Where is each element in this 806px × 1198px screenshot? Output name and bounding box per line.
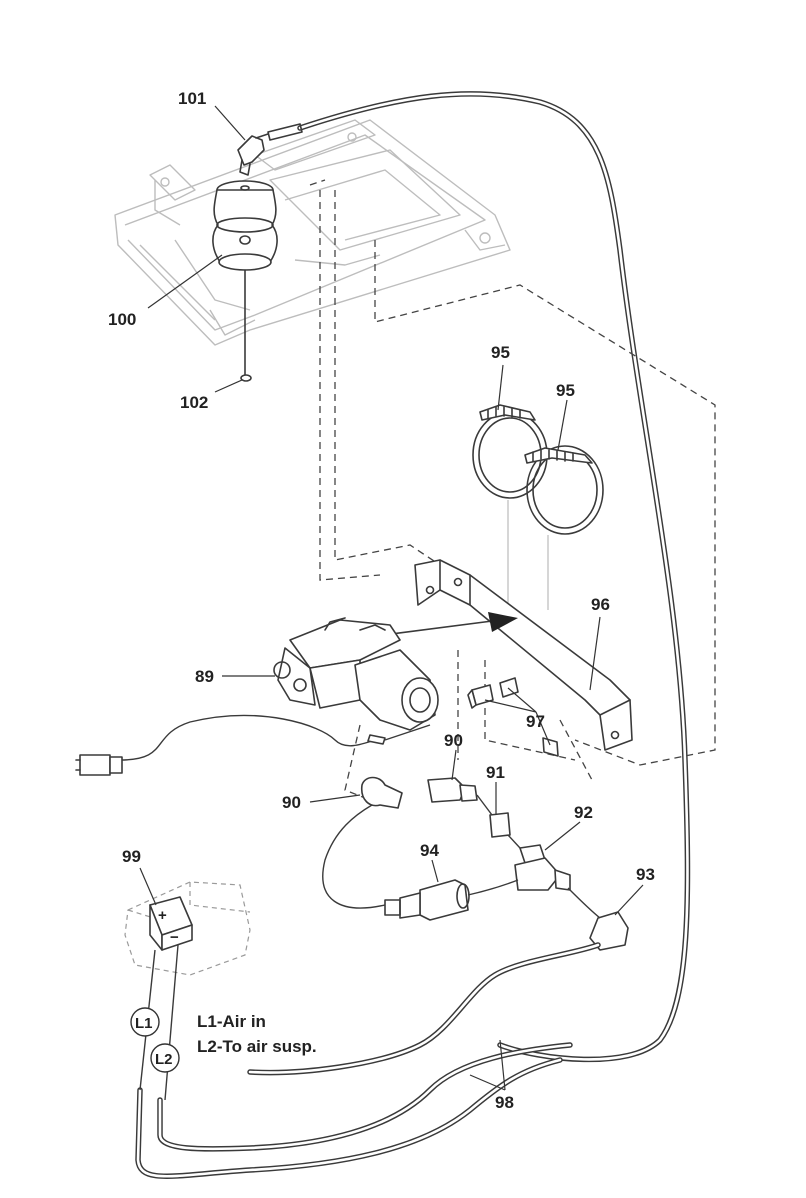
callout-98: 98 (495, 1093, 514, 1112)
callout-99: 99 (122, 847, 141, 866)
compressor-motor-89 (273, 617, 439, 731)
callout-97: 97 (526, 712, 545, 731)
switch-plus-mark: + (158, 907, 167, 924)
bolt-102 (240, 269, 252, 382)
air-line-fittings (360, 776, 571, 891)
pressure-switch-94 (322, 804, 519, 921)
callout-95-second: 95 (556, 381, 575, 400)
callout-91: 91 (486, 763, 505, 782)
callout-89: 89 (195, 667, 214, 686)
control-switch-99 (124, 881, 251, 1101)
callout-101: 101 (178, 89, 206, 108)
legend-l1: L1-Air in (197, 1012, 266, 1031)
legend-l2: L2-To air susp. (197, 1037, 317, 1056)
air-hoses-98 (135, 1042, 573, 1179)
l1-circle (130, 1007, 160, 1037)
callout-94: 94 (420, 841, 439, 860)
elbow-fitting-101 (237, 133, 269, 176)
switch-minus-mark: − (170, 929, 179, 946)
callout-95-first: 95 (491, 343, 510, 362)
l2-marker-text: L2 (155, 1051, 173, 1068)
seat-base-frame (114, 119, 511, 346)
callout-92: 92 (574, 803, 593, 822)
line-marker-l2: L2 (150, 1043, 180, 1073)
line-marker-l1: L1 (130, 1007, 160, 1037)
switch-markings: + − (158, 907, 179, 946)
callout-93: 93 (636, 865, 655, 884)
callout-labels: 101 100 102 95 95 96 89 97 90 90 91 92 9… (108, 89, 655, 1112)
callout-90-lower: 90 (282, 793, 301, 812)
callout-100: 100 (108, 310, 136, 329)
fittings-97 (467, 677, 559, 757)
l1-marker-text: L1 (135, 1015, 153, 1032)
electrical-harness (75, 714, 431, 776)
callout-96: 96 (591, 595, 610, 614)
air-spring-supply-hose (267, 91, 691, 1063)
leader-lines (139, 105, 644, 1091)
hose-clamps-95 (472, 404, 604, 625)
l2-circle (150, 1043, 180, 1073)
callout-102: 102 (180, 393, 208, 412)
air-spring-bellows (212, 180, 278, 271)
legend: L1-Air in L2-To air susp. (197, 1012, 317, 1056)
callout-90-upper: 90 (444, 731, 463, 750)
